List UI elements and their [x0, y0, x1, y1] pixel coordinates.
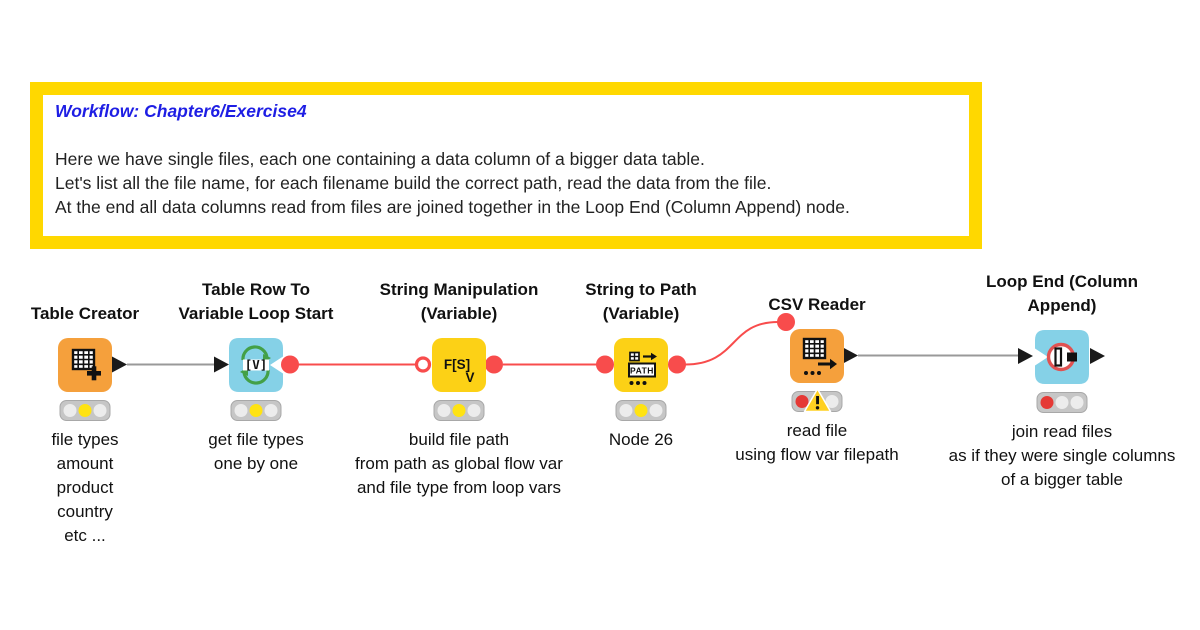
loop-start-icon: [V] [240, 345, 271, 385]
string-to-path-icon: PATH [628, 351, 657, 385]
connection-flow-variable[interactable] [684, 321, 779, 366]
node-string-manipulation-variable[interactable]: String Manipulation (Variable) F[S] V bu… [355, 280, 563, 497]
node-description: join read files as if they were single c… [948, 422, 1176, 489]
csv-reader-icon [802, 337, 837, 375]
node-title: CSV Reader [768, 295, 866, 314]
node-description: build file path from path as global flow… [355, 430, 563, 497]
traffic-light [59, 400, 111, 421]
flow-var-output-port[interactable] [485, 355, 503, 374]
flow-var-input-port[interactable] [777, 313, 795, 331]
node-description: read file using flow var filepath [735, 421, 899, 464]
node-body[interactable] [58, 338, 112, 392]
node-body[interactable] [1035, 330, 1089, 384]
node-csv-reader[interactable]: CSV Reader [735, 295, 898, 464]
warning-icon [803, 388, 831, 413]
output-port-triangle[interactable] [843, 347, 858, 364]
flow-var-output-port[interactable] [668, 355, 686, 374]
node-body[interactable]: F[S] V [432, 338, 486, 392]
traffic-light [230, 400, 282, 421]
node-description: Node 26 [608, 430, 674, 449]
string-manipulation-icon: F[S] V [444, 357, 475, 385]
annotation-body-line: At the end all data columns read from fi… [55, 197, 850, 217]
node-description: file types amount product country etc ..… [51, 430, 119, 545]
traffic-light [1036, 392, 1088, 413]
node-title: Table Creator [30, 304, 140, 323]
flow-var-output-port[interactable] [281, 355, 299, 374]
traffic-light [615, 400, 667, 421]
node-string-to-path-variable[interactable]: String to Path (Variable) PATH Node 26 [585, 280, 696, 449]
node-table-creator[interactable]: Table Creator file types amount product [31, 304, 139, 545]
input-port-triangle[interactable] [1018, 348, 1033, 364]
node-body[interactable] [790, 329, 844, 383]
annotation-body-line: Here we have single files, each one cont… [55, 149, 705, 169]
node-title: String to Path (Variable) [585, 280, 697, 323]
node-title: String Manipulation (Variable) [379, 280, 539, 323]
traffic-light [433, 400, 485, 421]
traffic-light [791, 388, 843, 413]
node-loop-end-column-append[interactable]: Loop End (Column Append) join read files… [949, 272, 1176, 489]
table-plus-icon [71, 348, 101, 381]
output-port-triangle[interactable] [1090, 348, 1105, 364]
node-description: get file types one by one [208, 430, 304, 473]
annotation-title: Workflow: Chapter6/Exercise4 [55, 101, 307, 121]
svg-text:V: V [465, 370, 474, 385]
workflow-annotation[interactable]: Workflow: Chapter6/Exercise4 Here we hav… [30, 82, 982, 249]
node-table-row-to-variable-loop-start[interactable]: Table Row To Variable Loop Start [V] get… [179, 280, 334, 473]
output-port-triangle[interactable] [112, 356, 127, 373]
loop-end-icon [1046, 342, 1077, 372]
node-title: Loop End (Column Append) [985, 272, 1139, 315]
svg-text:PATH: PATH [630, 366, 654, 376]
svg-text:[V]: [V] [245, 357, 268, 372]
flow-var-input-port[interactable] [596, 355, 614, 374]
flow-var-input-port-hollow[interactable] [414, 356, 432, 373]
annotation-body-line: Let's list all the file name, for each f… [55, 173, 772, 193]
input-port-triangle[interactable] [214, 356, 229, 373]
node-title: Table Row To Variable Loop Start [178, 280, 334, 323]
node-body[interactable]: PATH [614, 338, 668, 392]
node-body[interactable]: [V] [229, 338, 283, 392]
svg-text:F[S]: F[S] [444, 357, 470, 372]
